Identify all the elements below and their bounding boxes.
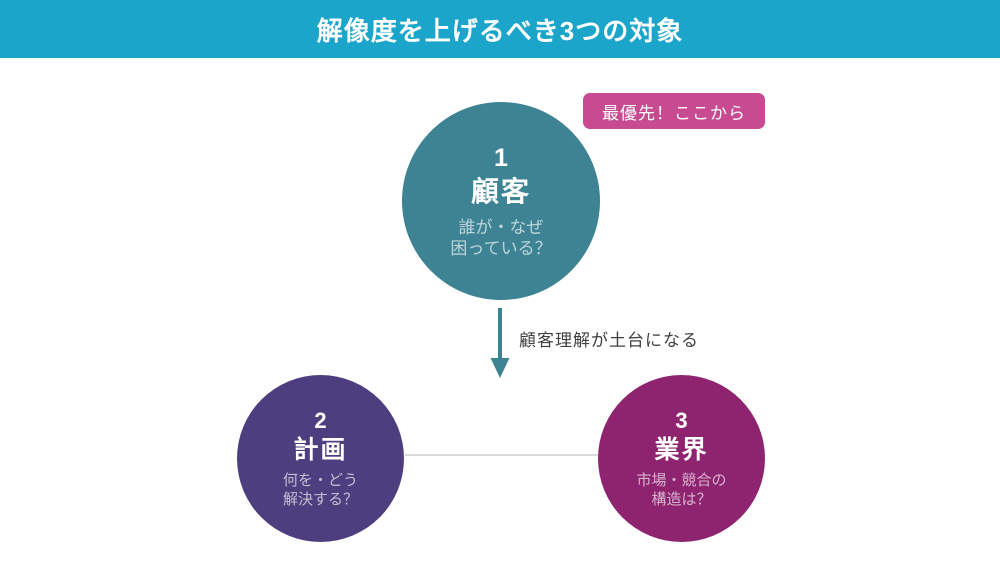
arrow-caption: 顧客理解が土台になる [519, 331, 699, 350]
circle-plan-subtitle-line1: 何を・どう [282, 472, 358, 489]
priority-badge: 最優先！ここから [583, 93, 765, 129]
circle-customer-subtitle-line1: 誰が・なぜ [458, 218, 544, 237]
header-bar: 解像度を上げるべき3つの対象 [0, 0, 1000, 58]
circle-industry-title: 業界 [654, 436, 709, 464]
circle-customer-number: 1 [494, 144, 508, 172]
circle-plan-title: 計画 [293, 436, 348, 464]
down-arrow-icon [490, 308, 510, 378]
circle-plan: 2 計画 何を・どう 解決する？ [237, 375, 404, 542]
page-title: 解像度を上げるべき3つの対象 [316, 15, 684, 46]
circle-industry: 3 業界 市場・競合の 構造は？ [598, 375, 765, 542]
connector-line [405, 454, 598, 456]
circle-customer-title: 顧客 [470, 176, 531, 207]
circle-plan-subtitle-line2: 解決する？ [282, 491, 358, 508]
circle-industry-subtitle-line1: 市場・競合の [636, 472, 727, 489]
circle-plan-number: 2 [314, 408, 327, 433]
circle-customer-subtitle-line2: 困っている？ [450, 239, 552, 258]
circle-customer: 1 顧客 誰が・なぜ 困っている？ [402, 102, 600, 300]
priority-badge-label: 最優先！ここから [602, 103, 746, 123]
circle-industry-number: 3 [675, 408, 688, 433]
circle-industry-subtitle-line2: 構造は？ [651, 491, 712, 508]
